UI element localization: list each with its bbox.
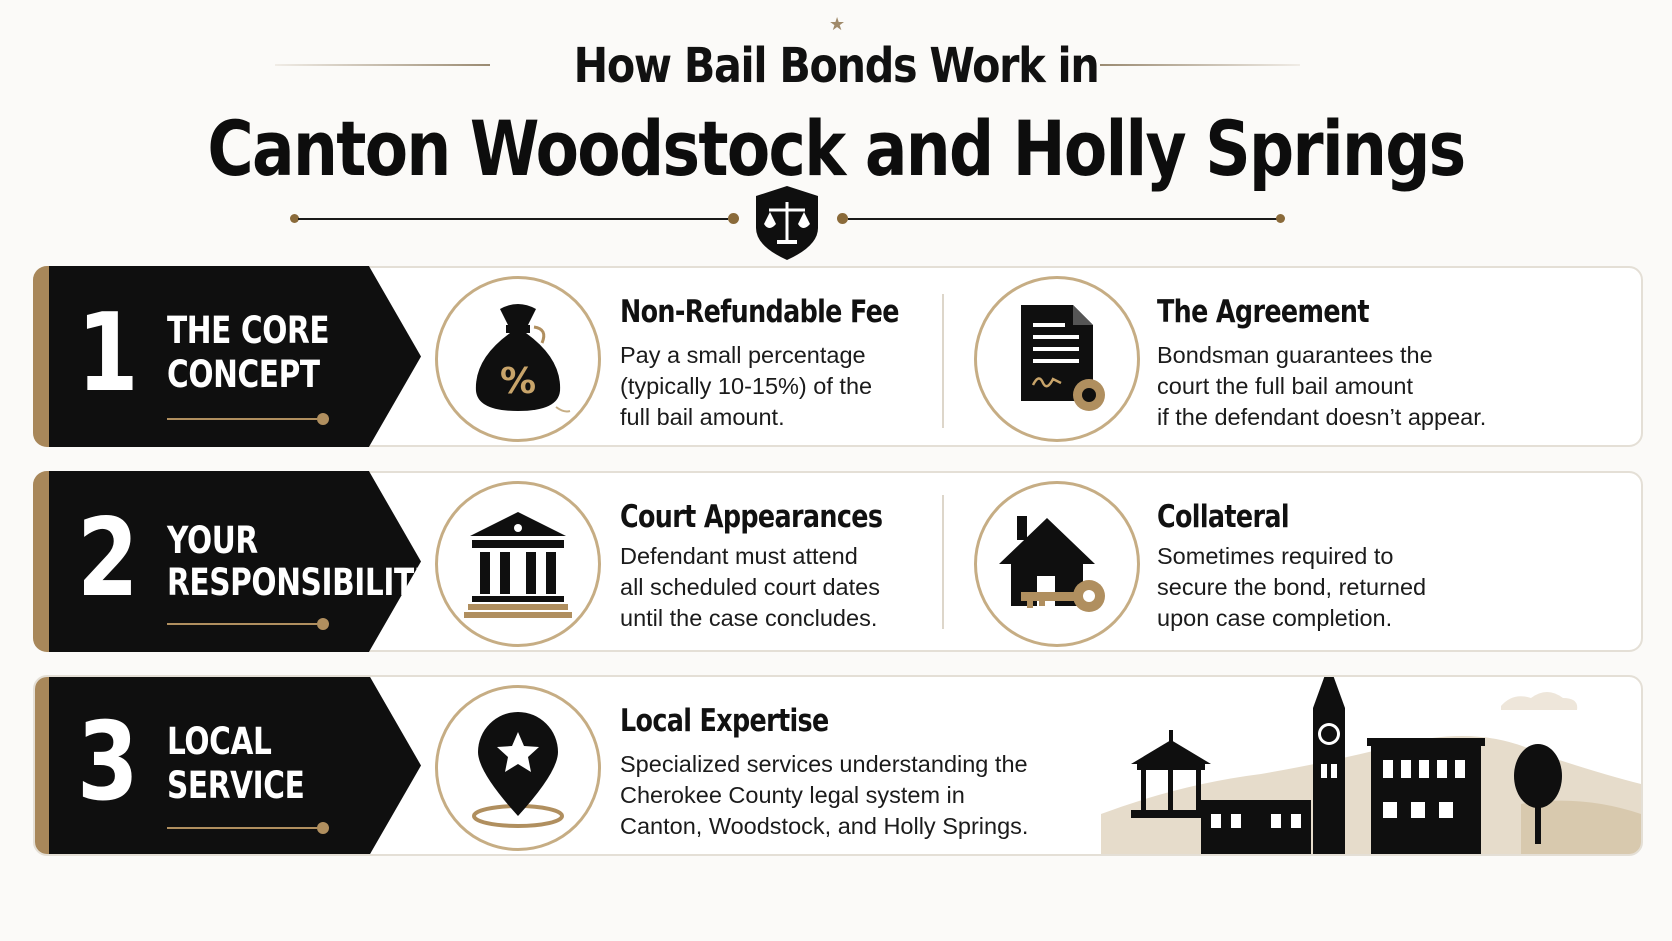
step-number: 3 [77,700,139,825]
section-header-arrow [49,266,421,447]
header: ★ How Bail Bonds Work in Canton Woodstoc… [0,0,1672,280]
step-title-line2: RESPONSIBILITIES [167,561,466,604]
item-description: Defendant must attend all scheduled cour… [620,541,1040,634]
item-desc-line: all scheduled court dates [620,574,880,600]
item-desc-line: Defendant must attend [620,543,858,569]
step-title-line1: LOCAL [167,720,272,763]
star-icon: ★ [829,14,846,34]
section-accent-bar [35,677,53,854]
town-skyline-illustration [1101,677,1641,854]
item-desc-line: (typically 10-15%) of the [620,373,873,399]
step-rule-dot [317,413,329,425]
step-rule [167,418,317,420]
step-rule [167,623,317,625]
item-desc-line: secure the bond, returned [1157,574,1427,600]
item-desc-line: until the case concludes. [620,605,878,631]
icon-circle: % [435,276,601,442]
icon-circle [435,685,601,851]
step-title-line2: SERVICE [167,764,305,807]
step-title-line2: CONCEPT [167,353,320,396]
item-desc-line: Specialized services understanding the [620,751,1028,777]
item-desc-line: Bondsman guarantees the [1157,342,1433,368]
courthouse-icon [464,512,572,618]
map-pin-star-icon [472,712,564,828]
section-header-arrow [49,471,421,652]
step-number: 1 [77,291,139,416]
icon-circle [974,481,1140,647]
page-title-line2: Canton Woodstock and Holly Springs [207,104,1466,193]
item-desc-line: full bail amount. [620,404,785,430]
item-desc-line: Canton, Woodstock, and Holly Springs. [620,813,1029,839]
divider-line [298,218,728,220]
item-title: Non-Refundable Fee [620,294,899,330]
icon-circle [435,481,601,647]
house-key-icon [999,516,1105,612]
section-accent-bar [33,471,53,652]
section-local-service: 3 LOCAL SERVICE Local Expertise Speciali… [33,675,1643,856]
item-description: Sometimes required to secure the bond, r… [1157,541,1577,634]
step-rule [167,827,317,829]
step-rule-dot [317,618,329,630]
step-title-line1: YOUR [167,519,258,562]
divider-dot [837,213,848,224]
item-desc-line: Pay a small percentage [620,342,866,368]
money-bag-percent-icon: % [475,304,571,413]
item-desc-line: court the full bail amount [1157,373,1414,399]
divider-dot [290,214,299,223]
item-description: Pay a small percentage (typically 10-15%… [620,340,1040,433]
divider-dot [728,213,739,224]
step-title-line1: THE CORE [167,309,330,352]
divider-line [848,218,1278,220]
page-title-line1: How Bail Bonds Work in [573,38,1100,94]
section-header-arrow [49,677,421,854]
scales-shield-icon [756,186,818,260]
section-core-concept: 1 THE CORE CONCEPT % Non-Refundable Fee … [33,266,1643,447]
item-title: Collateral [1157,499,1290,535]
column-divider [942,294,944,428]
step-rule-dot [317,822,329,834]
item-title: Local Expertise [620,703,829,739]
item-title: The Agreement [1157,294,1370,330]
icon-circle [974,276,1140,442]
item-desc-line: if the defendant doesn’t appear. [1157,404,1487,430]
item-desc-line: Sometimes required to [1157,543,1394,569]
svg-text:%: % [500,361,536,402]
column-divider [942,495,944,629]
signed-document-seal-icon [1021,305,1105,411]
divider-line [1100,64,1300,66]
item-desc-line: Cherokee County legal system in [620,782,965,808]
section-accent-bar [33,266,53,447]
item-title: Court Appearances [620,499,883,535]
divider-dot [1276,214,1285,223]
item-description: Specialized services understanding the C… [620,749,1090,842]
item-description: Bondsman guarantees the court the full b… [1157,340,1617,433]
section-your-responsibilities: 2 YOUR RESPONSIBILITIES Court Appearance… [33,471,1643,652]
item-desc-line: upon case completion. [1157,605,1393,631]
step-number: 2 [77,496,139,621]
divider-line [275,64,490,66]
